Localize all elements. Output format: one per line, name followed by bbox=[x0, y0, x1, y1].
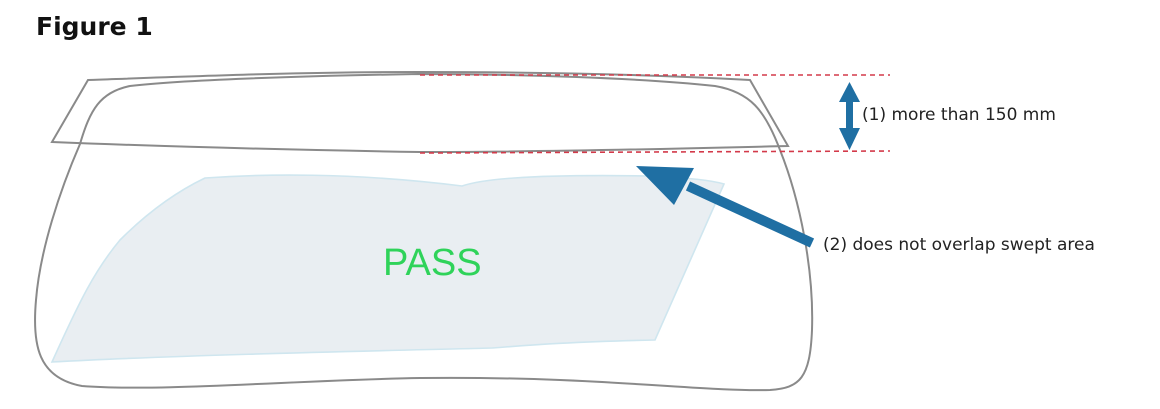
dimension-label: (1) more than 150 mm bbox=[862, 105, 1056, 125]
swept-area-label: (2) does not overlap swept area bbox=[823, 235, 1095, 255]
windshield-inner-outline bbox=[33, 72, 814, 392]
figure-title: Figure 1 bbox=[36, 12, 153, 41]
swept-area-pointer-arrow bbox=[636, 166, 815, 248]
wiper-swept-area bbox=[50, 174, 726, 363]
windshield-top-frame bbox=[50, 70, 790, 154]
pass-status-label: PASS bbox=[383, 242, 482, 284]
lower-guide-line bbox=[419, 150, 891, 154]
dimension-arrow bbox=[839, 82, 860, 150]
